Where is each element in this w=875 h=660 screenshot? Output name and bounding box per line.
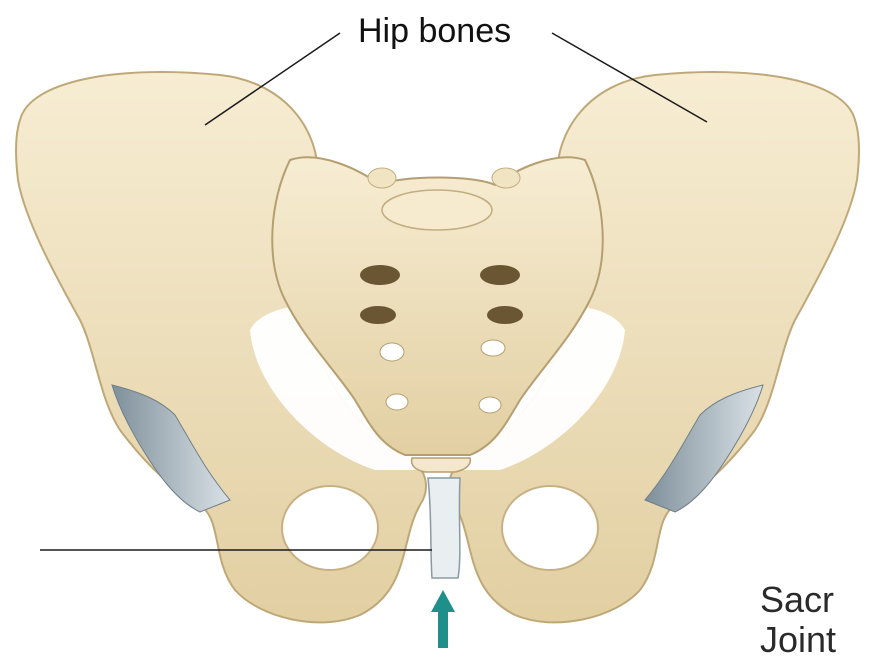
sacral-foramen	[386, 394, 408, 410]
sacral-foramen	[481, 340, 505, 356]
sacroiliac-label-line1: Sacr	[760, 580, 836, 620]
left-obturator-foramen	[282, 486, 378, 570]
sacroiliac-joint-label: Sacr Joint	[760, 580, 836, 660]
sacral-promontory	[382, 190, 492, 230]
coccyx	[412, 458, 471, 472]
sacral-foramen	[360, 265, 400, 285]
sacral-foramen	[360, 306, 396, 324]
left-articular-process	[368, 168, 396, 188]
right-obturator-foramen	[502, 486, 598, 570]
pointer-arrow	[431, 590, 455, 648]
sacral-foramen	[380, 343, 404, 361]
sacral-foramen	[479, 397, 501, 413]
pubic-symphysis	[428, 478, 460, 578]
sacral-foramen	[487, 306, 523, 324]
right-articular-process	[492, 168, 520, 188]
hip-bones-label: Hip bones	[358, 12, 511, 51]
sacroiliac-label-line2: Joint	[760, 620, 836, 660]
sacral-foramen	[480, 265, 520, 285]
